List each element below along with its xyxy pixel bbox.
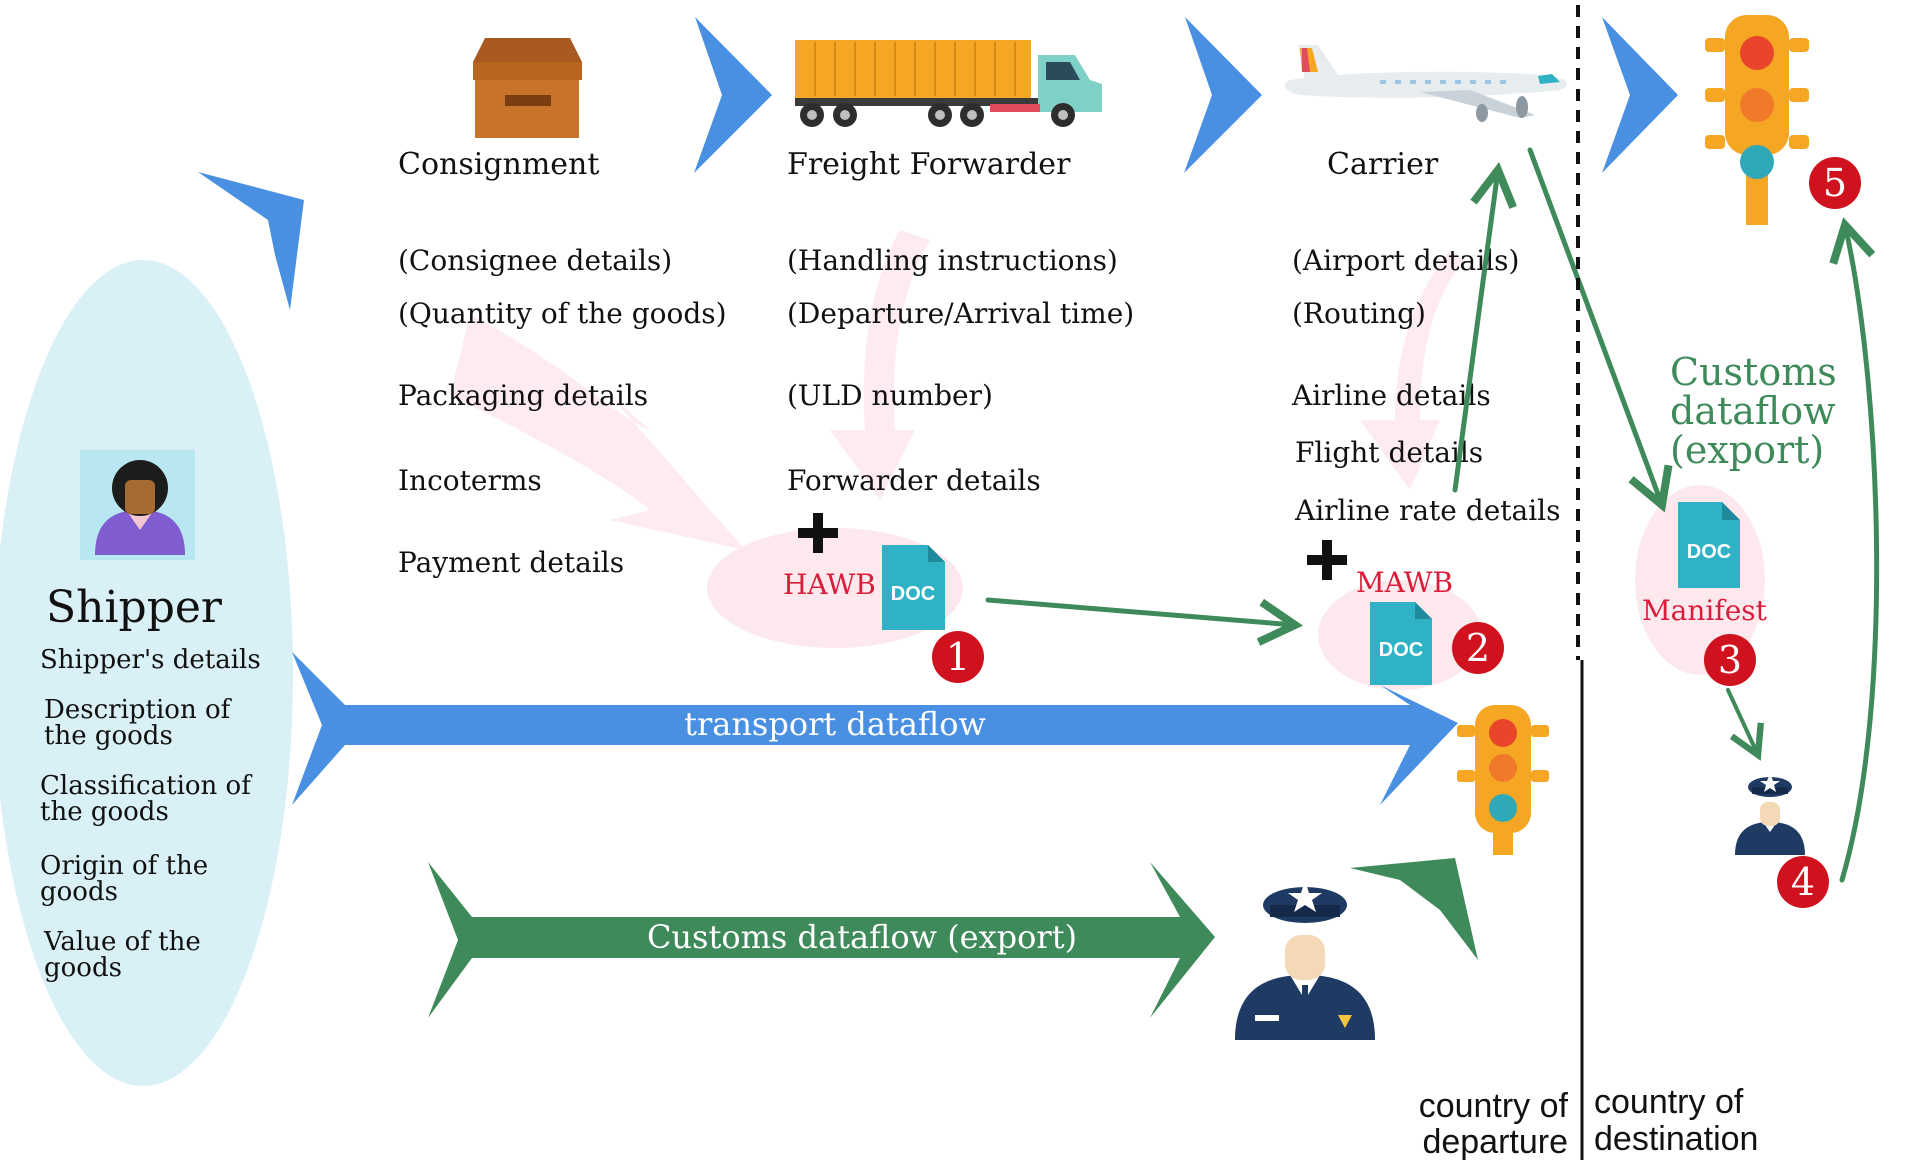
customs-officer-icon [1235,880,1375,1040]
step-badge-5: 5 [1809,157,1861,209]
consignment-detail: Incoterms [398,464,542,497]
consignment-detail: Payment details [398,546,624,579]
shipper-detail-3b: the goods [40,797,169,827]
customs-dataflow-label: Customs dataflow (export) [647,918,1077,956]
carrier-detail: (Airport details) [1292,244,1519,277]
customs-dataflow-arrow: Customs dataflow (export) [428,862,1215,1018]
transport-dataflow-label: transport dataflow [684,705,986,743]
shipper-detail-4b: goods [40,877,118,907]
forwarder-detail: (Departure/Arrival time) [787,297,1134,330]
forwarder-detail: (Handling instructions) [787,244,1118,277]
carrier-detail: Airline details [1291,379,1491,412]
forwarder-detail: Forwarder details [787,464,1041,497]
svg-text:4: 4 [1791,860,1815,904]
shipper-detail-3a: Classification of [40,771,253,801]
consignment-title: Consignment [398,147,599,182]
document-icon: DOC [1678,502,1740,588]
shipper-panel [0,260,293,1086]
shipper-title: Shipper [46,582,223,633]
step-badge-3: 3 [1704,634,1756,686]
green-flow-arrows [985,147,1880,883]
shipper-detail-5b: goods [44,953,122,983]
svg-text:3: 3 [1718,638,1742,682]
manifest-label: Manifest [1642,594,1768,627]
hawb-document: HAWB DOC [707,513,963,648]
truck-icon [795,40,1102,127]
customs-vertical-label: dataflow [1670,389,1836,433]
manifest-document: DOC Manifest [1635,485,1768,675]
carrier-detail: Airline rate details [1294,494,1561,527]
transport-dataflow-arrow: transport dataflow [292,652,1458,805]
shipper-detail-1: Shipper's details [40,645,261,675]
svg-text:DOC: DOC [1379,639,1423,661]
document-icon: DOC [1370,602,1432,685]
blue-chevrons [198,17,1678,310]
shipper-detail-4a: Origin of the [40,851,208,881]
consignment-detail: (Consignee details) [398,244,672,277]
consignment-detail: (Quantity of the goods) [398,297,727,330]
consignment-detail: Packaging details [398,379,648,412]
carrier-title: Carrier [1327,147,1439,182]
traffic-light-icon [1705,15,1809,225]
region-destination-label: destination [1594,1120,1758,1158]
carrier-detail: Flight details [1295,436,1483,469]
box-icon [473,38,582,138]
svg-text:DOC: DOC [1687,541,1731,563]
green-corner-chevron [1350,858,1478,960]
step-badges: 1 2 3 4 5 [932,157,1861,908]
step-badge-1: 1 [932,631,984,683]
forwarder-title: Freight Forwarder [787,147,1071,182]
svg-text:5: 5 [1823,161,1847,205]
shipper-avatar-icon [80,450,195,560]
shipper-detail-5a: Value of the [43,927,201,957]
svg-text:1: 1 [946,635,970,679]
background-pink-arrows [450,230,1465,550]
region-departure-label: country of [1419,1087,1569,1125]
mawb-label: MAWB [1356,566,1453,599]
shipper-detail-2b: the goods [44,721,173,751]
step-badge-2: 2 [1452,622,1504,674]
svg-text:2: 2 [1466,626,1490,670]
plus-icon [1307,540,1347,580]
shipper-detail-2a: Description of [44,695,233,725]
region-destination-label: country of [1594,1083,1744,1121]
mawb-document: MAWB DOC [1307,540,1482,690]
region-departure-label: departure [1422,1123,1568,1161]
customs-officer-icon [1735,773,1805,855]
svg-text:DOC: DOC [891,583,935,605]
carrier-detail: (Routing) [1292,297,1426,330]
airplane-icon [1284,45,1568,122]
document-icon: DOC [882,545,945,630]
hawb-label: HAWB [783,568,876,601]
forwarder-detail: (ULD number) [787,379,993,412]
customs-vertical-label: (export) [1670,428,1824,472]
customs-vertical-label: Customs [1670,350,1837,394]
traffic-light-icon [1457,705,1549,855]
step-badge-4: 4 [1777,856,1829,908]
plus-icon [798,513,838,553]
